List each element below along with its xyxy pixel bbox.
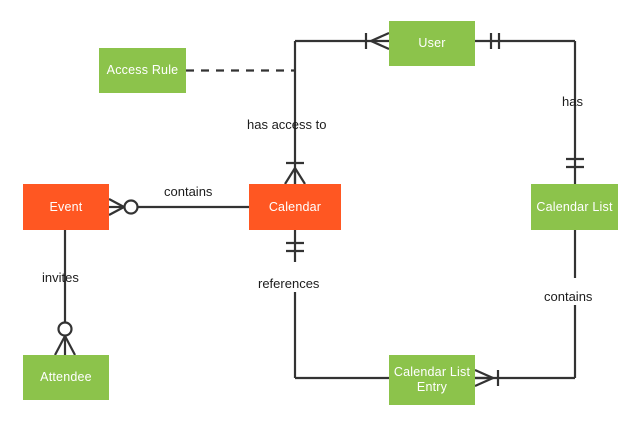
marker-attendee-top-circle bbox=[57, 321, 73, 337]
entity-label: Calendar List Entry bbox=[393, 365, 471, 394]
relationship-label-references: references bbox=[258, 276, 320, 291]
entity-event[interactable]: Event bbox=[23, 184, 109, 230]
relationship-label-has: has bbox=[562, 94, 583, 109]
entity-label: Event bbox=[49, 199, 83, 214]
marker-event-right-crow-top bbox=[108, 198, 125, 208]
marker-event-right-crow-bot bbox=[108, 206, 125, 216]
marker-calendar-top-crow-left bbox=[284, 167, 296, 185]
marker-event-right-circle bbox=[123, 199, 139, 215]
entity-calendar-list-entry[interactable]: Calendar List Entry bbox=[389, 355, 475, 405]
relationship-label-invites: invites bbox=[42, 270, 79, 285]
marker-entry-right-crow-top bbox=[474, 368, 494, 380]
entity-user[interactable]: User bbox=[389, 21, 475, 66]
entity-calendar[interactable]: Calendar bbox=[249, 184, 341, 230]
entity-access-rule[interactable]: Access Rule bbox=[99, 48, 186, 93]
marker-calendar-top-crow-right bbox=[294, 167, 306, 185]
entity-label: User bbox=[418, 36, 446, 50]
entity-attendee[interactable]: Attendee bbox=[23, 355, 109, 400]
relationship-label-contains-event-calendar: contains bbox=[164, 184, 213, 199]
entity-label: Access Rule bbox=[106, 63, 179, 77]
entity-calendar-list[interactable]: Calendar List bbox=[531, 184, 618, 230]
entity-label: Calendar List bbox=[536, 199, 613, 214]
entity-label: Attendee bbox=[40, 370, 92, 384]
entity-label: Calendar bbox=[268, 199, 322, 214]
relationship-label-contains-list-entry: contains bbox=[544, 289, 593, 304]
marker-attendee-top-crow-right bbox=[64, 335, 76, 356]
marker-user-left-crow-bot bbox=[370, 39, 390, 51]
marker-user-left-crow-top bbox=[370, 31, 390, 43]
relationship-label-has-access-to: has access to bbox=[247, 117, 327, 132]
marker-entry-right-crow-bot bbox=[474, 376, 494, 388]
marker-attendee-top-crow-left bbox=[54, 335, 66, 356]
